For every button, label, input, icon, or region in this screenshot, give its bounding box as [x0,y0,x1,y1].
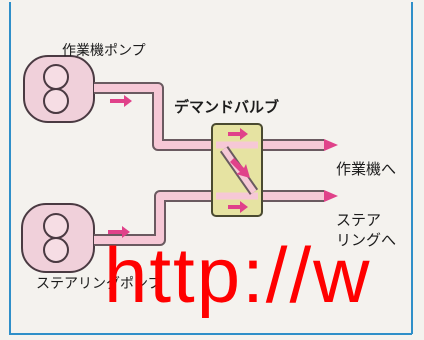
arrow-icon [108,226,130,238]
frame-border [9,2,412,335]
arrow-icon [228,128,248,140]
steering-pump-label: ステアリングポンプ [36,276,162,292]
demand-valve [211,123,263,217]
arrow-icon [230,158,250,178]
work-pump [23,55,95,123]
steering-output-label-line1: ステア [336,211,382,229]
flow-arrows [108,95,338,238]
work-output-label: 作業機へ [336,160,397,178]
arrow-icon [228,201,248,213]
work-pump-label: 作業機ポンプ [62,43,146,59]
arrow-icon [324,190,338,202]
steering-output-label-line2: リングへ [336,231,397,249]
demand-valve-label: デマンドバルブ [174,98,280,116]
watermark-text: http://w [104,231,372,319]
steering-output-label: ステア リングへ [336,210,396,250]
arrow-icon [110,95,132,107]
steering-pump [21,203,95,273]
arrow-icon [324,139,338,151]
